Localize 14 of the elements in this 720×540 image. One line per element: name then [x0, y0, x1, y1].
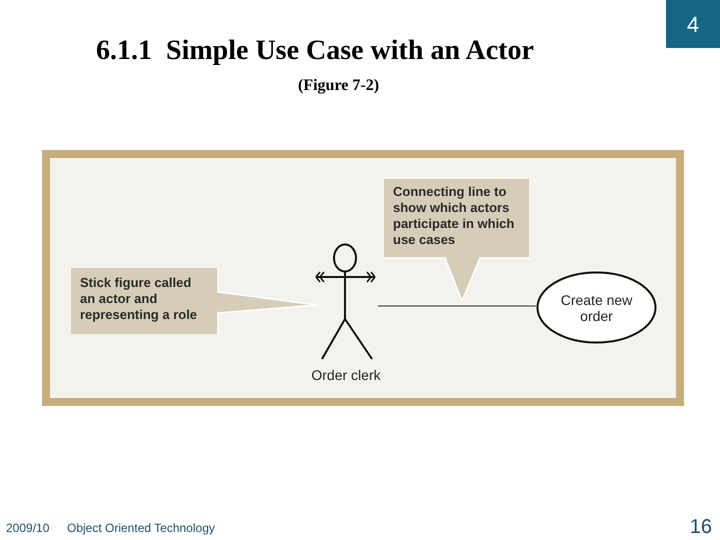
page-number: 16 [690, 515, 712, 540]
figure-caption: (Figure 7-2) [298, 76, 380, 96]
use-case-ellipse [536, 271, 657, 344]
section-number-badge: 4 [666, 0, 720, 48]
footer-course-name: Object Oriented Technology [67, 520, 215, 537]
actor-name: Order clerk [310, 366, 382, 385]
callout-text: Stick figure called an actor and representing a role [80, 275, 198, 323]
callout-bubble [383, 178, 530, 301]
callout-bubble [70, 267, 317, 335]
slide-title: 6.1.1 Simple Use Case with an Actor [96, 34, 534, 68]
callout-text: Connecting line to show which actors participate in which use cases [393, 184, 516, 248]
use-case-label: Create new order [560, 292, 634, 324]
footer-date: 2009/10 [6, 520, 50, 537]
stick-figure-actor [314, 243, 378, 361]
